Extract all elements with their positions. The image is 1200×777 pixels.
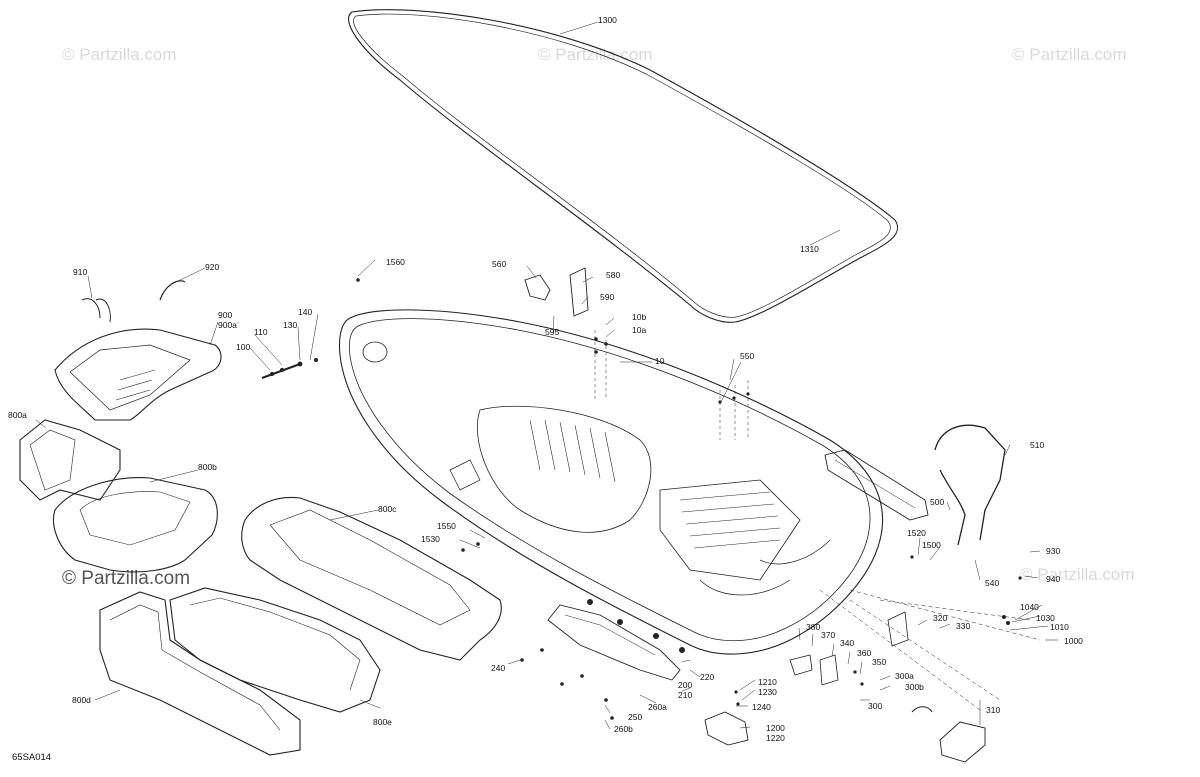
label-1500: 1500 <box>922 540 941 550</box>
label-330: 330 <box>956 621 971 631</box>
foam-800c <box>241 496 502 661</box>
label-1520: 1520 <box>907 528 926 538</box>
plate-310 <box>939 721 986 763</box>
panel-800a <box>19 419 121 501</box>
strap-910 <box>81 298 111 323</box>
watermark-left: © Partzilla.com <box>62 568 191 589</box>
label-350: 350 <box>872 657 887 667</box>
label-300: 300 <box>868 701 883 711</box>
foam-800b <box>53 477 218 573</box>
rail-right <box>824 449 929 521</box>
label-540: 540 <box>985 578 1000 588</box>
label-900: 900 <box>218 310 233 320</box>
label-550: 550 <box>740 351 755 361</box>
label-100: 100 <box>236 342 251 352</box>
label-140: 140 <box>298 307 313 317</box>
label-590: 590 <box>600 292 615 302</box>
label-900a: 900a <box>218 320 237 330</box>
label-240: 240 <box>491 663 506 673</box>
label-310: 310 <box>986 705 1001 715</box>
diagram-code: 65SA014 <box>12 752 52 763</box>
watermark-top-right: © Partzilla.com <box>1012 45 1127 64</box>
label-800c: 800c <box>378 504 397 514</box>
label-130: 130 <box>283 320 298 330</box>
foam-800e <box>169 587 381 713</box>
label-10a: 10a <box>632 325 647 335</box>
tray-900 <box>54 328 222 421</box>
label-1230: 1230 <box>758 687 777 697</box>
seal-1300 <box>348 9 899 323</box>
label-110: 110 <box>254 327 268 337</box>
label-380: 380 <box>806 622 821 632</box>
label-210: 210 <box>678 690 693 700</box>
watermark-right: © Partzilla.com <box>1020 565 1135 584</box>
label-1200: 1200 <box>766 723 785 733</box>
label-300a: 300a <box>895 671 914 681</box>
label-940: 940 <box>1046 574 1061 584</box>
label-10: 10 <box>655 356 665 366</box>
label-560: 560 <box>492 259 507 269</box>
label-930: 930 <box>1046 546 1061 556</box>
watermark-top-left: © Partzilla.com <box>62 45 177 64</box>
label-1530: 1530 <box>421 534 440 544</box>
label-510: 510 <box>1030 440 1045 450</box>
label-1040: 1040 <box>1020 602 1039 612</box>
label-340: 340 <box>840 638 855 648</box>
label-800b: 800b <box>198 462 217 472</box>
label-200: 200 <box>678 680 693 690</box>
label-1030: 1030 <box>1036 613 1055 623</box>
watermark-top-center: © Partzilla.com <box>538 45 653 64</box>
rail-200 <box>547 604 681 681</box>
hose-500 <box>934 424 1006 546</box>
plate-1200 <box>704 711 749 746</box>
label-1210: 1210 <box>758 677 777 687</box>
label-800a: 800a <box>8 410 27 420</box>
label-10b: 10b <box>632 312 647 322</box>
label-1000: 1000 <box>1064 636 1083 646</box>
label-1220: 1220 <box>766 733 785 743</box>
label-220: 220 <box>700 672 715 682</box>
label-800d: 800d <box>72 695 91 705</box>
label-595: 595 <box>545 327 560 337</box>
bracket-580 <box>569 267 589 317</box>
label-250: 250 <box>628 712 643 722</box>
label-300b: 300b <box>905 682 924 692</box>
label-1300: 1300 <box>598 15 617 25</box>
label-500: 500 <box>930 497 945 507</box>
bracket-560 <box>524 274 551 301</box>
foam-800d <box>99 591 301 756</box>
hull-10 <box>338 309 884 655</box>
label-1310: 1310 <box>800 244 819 254</box>
label-260b: 260b <box>614 724 633 734</box>
label-580: 580 <box>606 270 621 280</box>
label-910: 910 <box>73 267 88 277</box>
label-920: 920 <box>205 262 220 272</box>
label-360: 360 <box>857 648 872 658</box>
label-370: 370 <box>821 630 836 640</box>
label-1550: 1550 <box>437 521 456 531</box>
label-800e: 800e <box>373 717 392 727</box>
label-1240: 1240 <box>752 702 771 712</box>
label-1010: 1010 <box>1050 622 1069 632</box>
label-260a: 260a <box>648 702 667 712</box>
label-1560: 1560 <box>386 257 405 267</box>
label-320: 320 <box>933 613 948 623</box>
